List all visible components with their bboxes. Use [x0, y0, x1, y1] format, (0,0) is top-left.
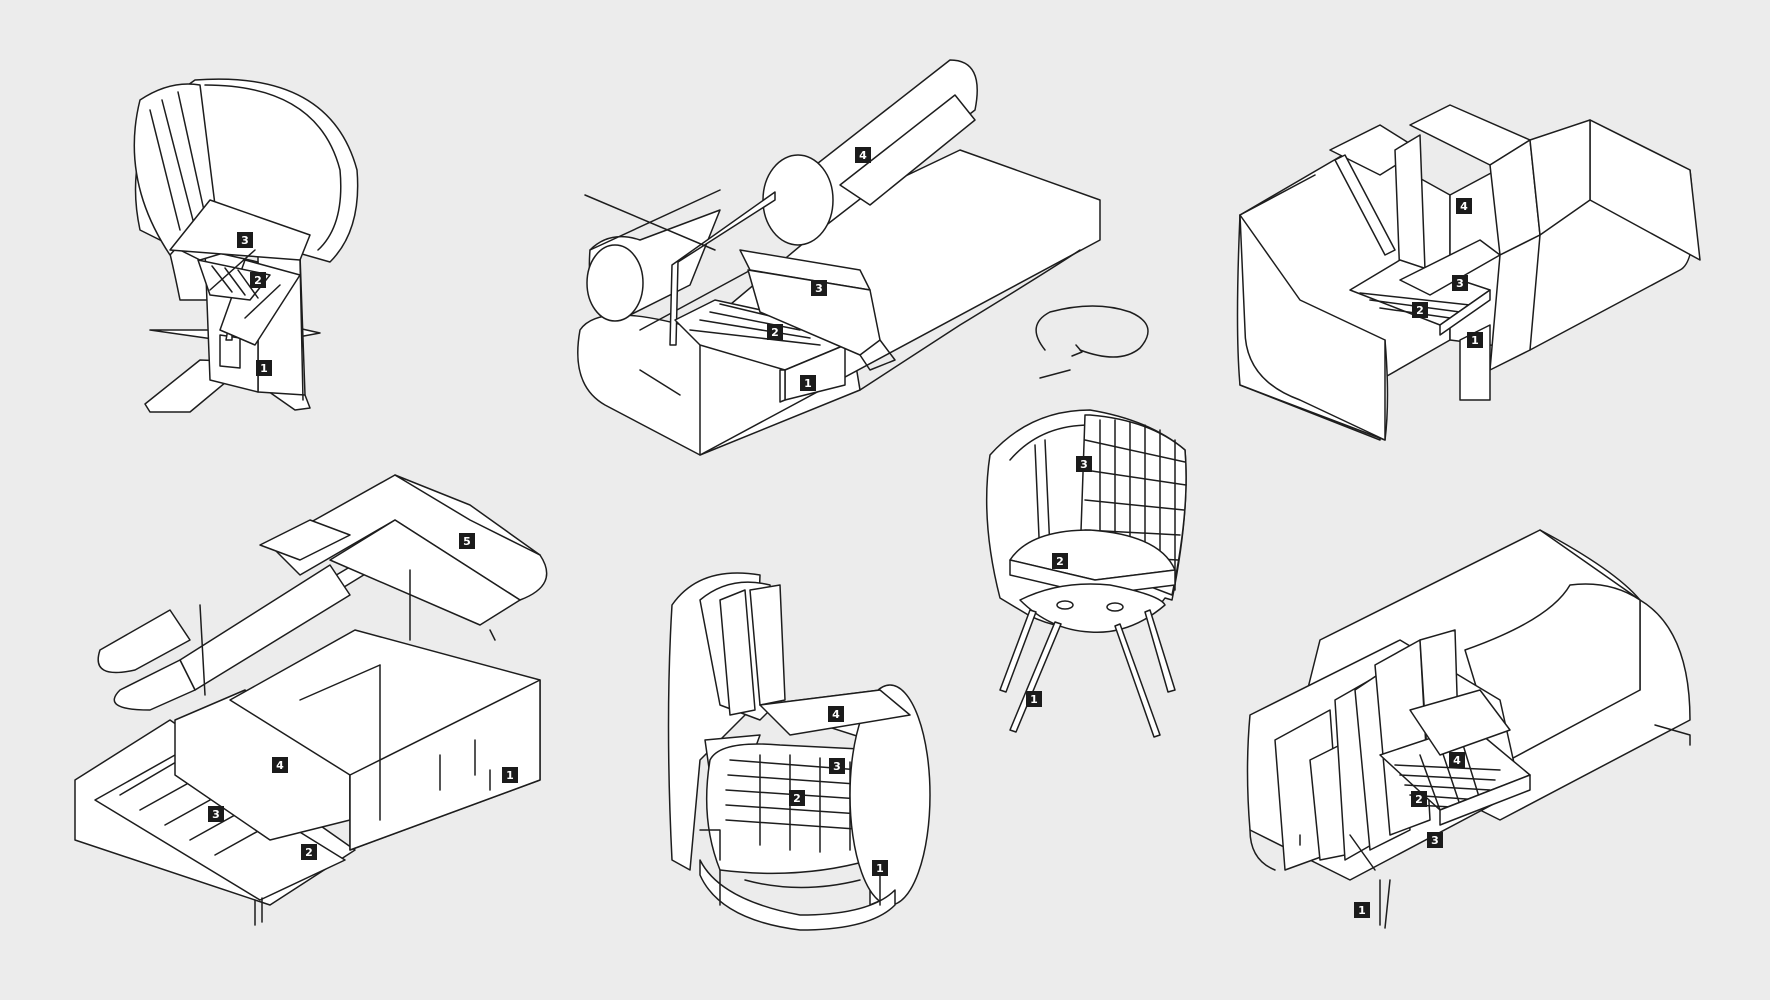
svg-text:2: 2 [771, 326, 779, 339]
svg-text:5: 5 [463, 535, 471, 548]
svg-text:3: 3 [212, 808, 220, 821]
callout-marker-wingback-chair-3: 3 [829, 758, 845, 774]
callout-marker-sofa-2: 2 [1411, 791, 1427, 807]
svg-text:1: 1 [804, 377, 812, 390]
shell-chair-illustration [985, 409, 1187, 738]
svg-text:2: 2 [1416, 304, 1424, 317]
svg-text:1: 1 [506, 769, 514, 782]
callout-marker-lounge-chair-1: 1 [256, 360, 272, 376]
callout-marker-sofa-3: 3 [1427, 832, 1443, 848]
callout-marker-sofa-bed-2: 2 [301, 844, 317, 860]
sofa-illustration [1246, 529, 1691, 929]
lounge-chair-illustration [133, 78, 359, 413]
svg-text:1: 1 [1471, 334, 1479, 347]
svg-text:3: 3 [815, 282, 823, 295]
callout-marker-sofa-bed-1: 1 [502, 767, 518, 783]
svg-text:3: 3 [1431, 834, 1439, 847]
svg-text:2: 2 [1056, 555, 1064, 568]
svg-text:1: 1 [876, 862, 884, 875]
callout-marker-wingback-chair-2: 2 [789, 790, 805, 806]
callout-marker-daybed-3: 3 [811, 280, 827, 296]
svg-text:2: 2 [254, 274, 262, 287]
callout-marker-wingback-chair-4: 4 [828, 706, 844, 722]
callout-marker-sofa-4: 4 [1449, 752, 1465, 768]
callout-marker-daybed-1: 1 [800, 375, 816, 391]
sofa-bed-illustration [74, 474, 548, 926]
callout-marker-sofa-bed-5: 5 [459, 533, 475, 549]
callout-marker-modular-sofa-2: 2 [1412, 302, 1428, 318]
callout-marker-sofa-bed-4: 4 [272, 757, 288, 773]
svg-text:3: 3 [833, 760, 841, 773]
callout-marker-lounge-chair-2: 2 [250, 272, 266, 288]
wingback-chair-illustration [667, 572, 931, 931]
callout-marker-shell-chair-3: 3 [1076, 456, 1092, 472]
callout-marker-daybed-2: 2 [767, 324, 783, 340]
svg-text:2: 2 [793, 792, 801, 805]
svg-text:3: 3 [1080, 458, 1088, 471]
callout-marker-sofa-bed-3: 3 [208, 806, 224, 822]
daybed-illustration [577, 59, 1101, 456]
svg-text:2: 2 [1415, 793, 1423, 806]
callout-marker-shell-chair-1: 1 [1026, 691, 1042, 707]
svg-text:4: 4 [276, 759, 284, 772]
callout-marker-sofa-1: 1 [1354, 902, 1370, 918]
callout-marker-wingback-chair-1: 1 [872, 860, 888, 876]
callout-marker-daybed-4: 4 [855, 147, 871, 163]
svg-text:4: 4 [832, 708, 840, 721]
callout-marker-modular-sofa-3: 3 [1452, 275, 1468, 291]
svg-text:3: 3 [241, 234, 249, 247]
callout-marker-shell-chair-2: 2 [1052, 553, 1068, 569]
svg-text:4: 4 [859, 149, 867, 162]
svg-text:1: 1 [1358, 904, 1366, 917]
callout-marker-lounge-chair-3: 3 [237, 232, 253, 248]
rotation-arrow-icon [1035, 305, 1149, 379]
svg-text:4: 4 [1460, 200, 1468, 213]
svg-text:3: 3 [1456, 277, 1464, 290]
svg-text:1: 1 [1030, 693, 1038, 706]
svg-text:1: 1 [260, 362, 268, 375]
svg-text:2: 2 [305, 846, 313, 859]
modular-sofa-illustration [1236, 104, 1701, 441]
callout-marker-modular-sofa-4: 4 [1456, 198, 1472, 214]
svg-text:4: 4 [1453, 754, 1461, 767]
callout-marker-modular-sofa-1: 1 [1467, 332, 1483, 348]
